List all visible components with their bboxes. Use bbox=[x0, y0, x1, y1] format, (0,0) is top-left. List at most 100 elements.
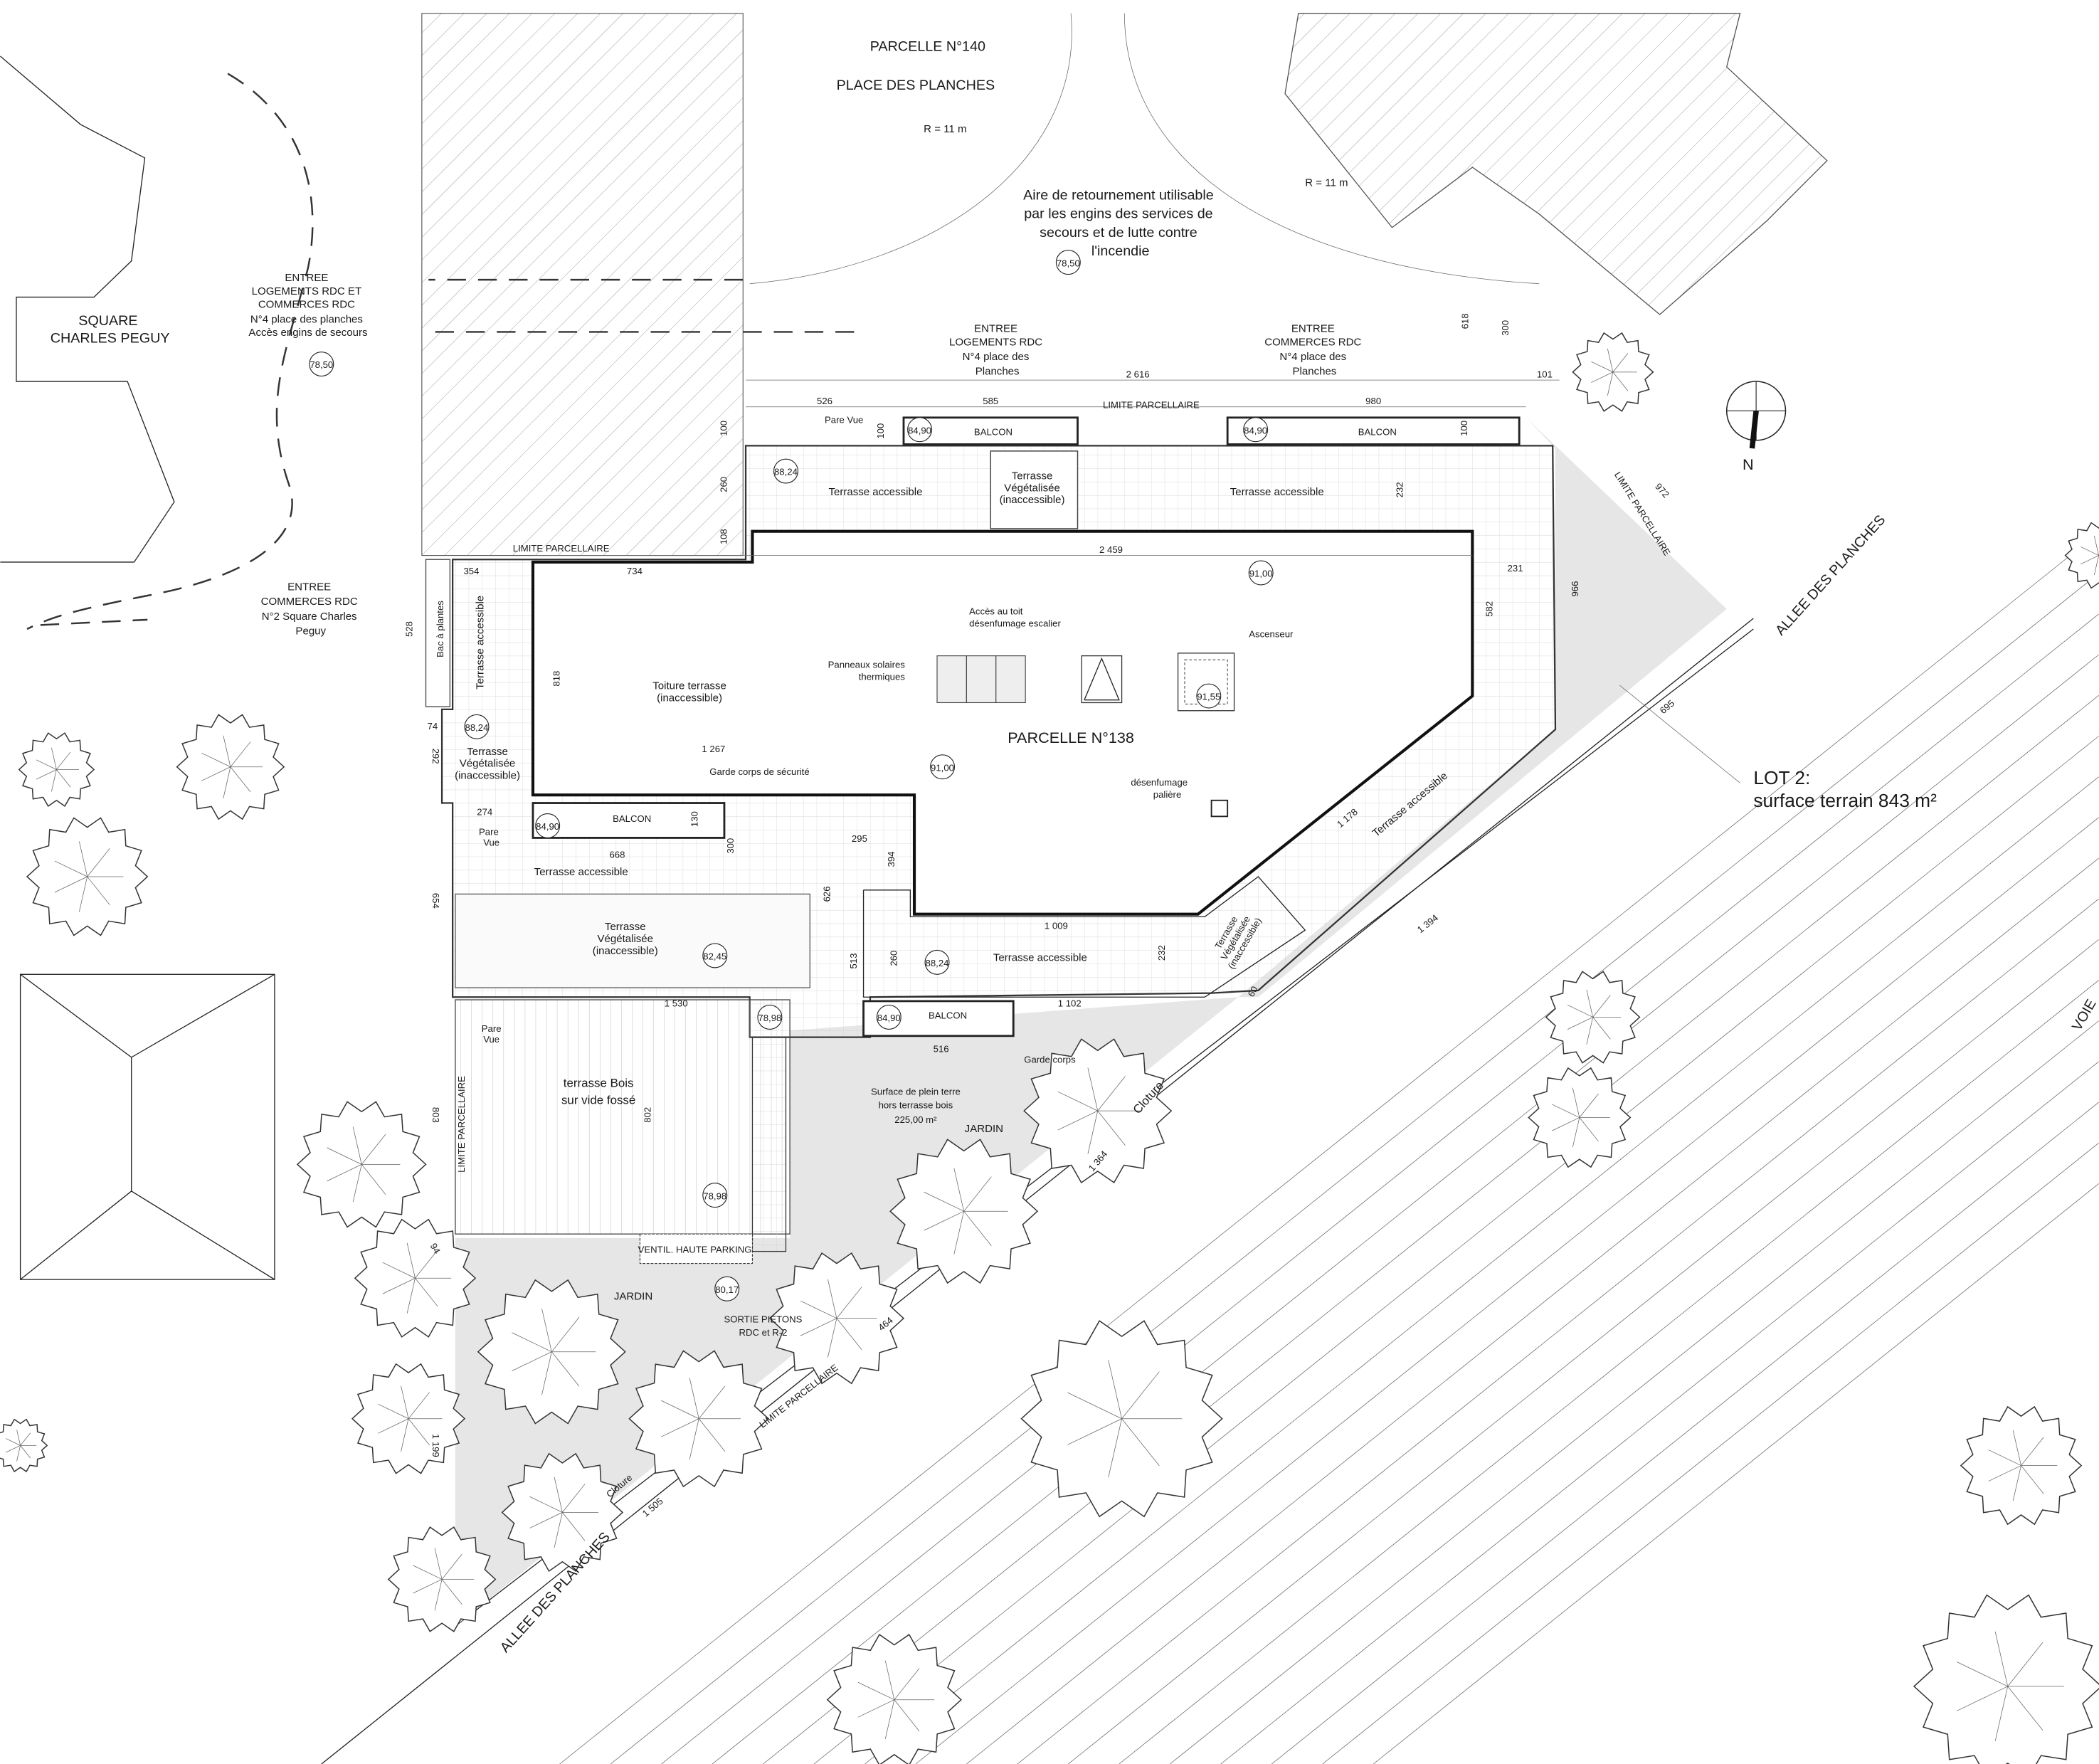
dim: 260 bbox=[719, 477, 729, 492]
dim: 100 bbox=[875, 423, 886, 439]
tree-icon bbox=[768, 1252, 905, 1385]
dim: 528 bbox=[404, 621, 415, 637]
place-label: PLACE DES PLANCHES bbox=[837, 78, 995, 93]
dim: 1 267 bbox=[702, 744, 725, 754]
spot-levels: 84,90 84,90 88,24 91,00 91,55 88,24 91,00 84,90… bbox=[309, 250, 1274, 1301]
balcon-label: BALCON bbox=[929, 1010, 967, 1020]
spot-value: 84,90 bbox=[536, 821, 559, 832]
street-line bbox=[915, 817, 2099, 1764]
spot-level: 82,45 bbox=[702, 943, 728, 968]
dim: 130 bbox=[689, 811, 699, 827]
street-line bbox=[1373, 1183, 2099, 1764]
dim: 232 bbox=[1156, 945, 1167, 961]
north-label: N bbox=[1743, 455, 1754, 473]
entrance-west-label: ENTREE LOGEMENTS RDC ET COMMERCES RDC N°… bbox=[248, 272, 367, 339]
dim: 300 bbox=[725, 838, 736, 854]
green-roof-north bbox=[990, 450, 1079, 529]
dim: 232 bbox=[1395, 482, 1405, 497]
dim: 231 bbox=[1508, 563, 1523, 574]
street-lines bbox=[559, 532, 2099, 1764]
dim: 101 bbox=[1537, 369, 1553, 379]
dim: 668 bbox=[609, 850, 625, 860]
spot-value: 84,90 bbox=[1244, 425, 1267, 435]
solar-panels bbox=[936, 655, 1026, 704]
terrasse-label: Terrasse accessible bbox=[534, 866, 628, 878]
balcon-label: BALCON bbox=[974, 426, 1013, 437]
spot-level: 88,24 bbox=[924, 949, 950, 975]
tree-icon bbox=[0, 1418, 48, 1473]
turning-arc bbox=[749, 13, 1540, 285]
spot-value: 91,00 bbox=[1249, 569, 1273, 579]
street-line bbox=[813, 736, 2099, 1764]
tree-icon bbox=[1528, 1067, 1632, 1168]
dim: 295 bbox=[852, 833, 867, 844]
spot-value: 82,45 bbox=[703, 951, 726, 962]
spot-level: 84,90 bbox=[876, 1004, 902, 1030]
dim: 818 bbox=[551, 671, 562, 687]
dim: 1 102 bbox=[1058, 998, 1082, 1008]
tree-icon bbox=[2064, 522, 2099, 589]
dim: 1 009 bbox=[1045, 920, 1068, 931]
spot-level: 78,98 bbox=[757, 1004, 783, 1030]
dim: 972 bbox=[1653, 481, 1671, 500]
wood-terrace bbox=[455, 999, 791, 1235]
toiture-label: Toiture terrasse(inaccessible) bbox=[652, 680, 726, 704]
dim: 292 bbox=[430, 749, 441, 764]
spot-level: 84,90 bbox=[1243, 417, 1269, 443]
street-line bbox=[1322, 1142, 2099, 1764]
street-line bbox=[610, 573, 2099, 1764]
parcel-140-label: PARCELLE N°140 bbox=[870, 38, 985, 54]
ascenseur-label: Ascenseur bbox=[1249, 628, 1294, 639]
street-line bbox=[661, 613, 2099, 1764]
ventil-label: VENTIL. HAUTE PARKING bbox=[638, 1245, 752, 1255]
dim: 300 bbox=[1500, 320, 1511, 336]
tree-icon bbox=[1572, 332, 1654, 412]
main-roof bbox=[531, 529, 1474, 916]
dim: 1 394 bbox=[1415, 912, 1440, 935]
dim: 654 bbox=[430, 893, 441, 909]
stair bbox=[751, 1037, 787, 1252]
trees bbox=[0, 332, 2099, 1764]
limite-parcellaire-label: LIMITE PARCELLAIRE bbox=[1103, 400, 1200, 411]
dim: 803 bbox=[430, 1107, 441, 1123]
dim: 582 bbox=[1484, 601, 1495, 617]
dim: 100 bbox=[1459, 421, 1469, 436]
dim: 260 bbox=[889, 951, 899, 966]
spot-level: 91,55 bbox=[1196, 683, 1222, 709]
dim: 626 bbox=[822, 886, 832, 902]
spot-level: 88,24 bbox=[773, 458, 798, 484]
street-line bbox=[1068, 939, 2099, 1764]
jardin-label: JARDIN bbox=[614, 1290, 652, 1302]
tree-icon bbox=[176, 714, 285, 820]
green-roof-west bbox=[455, 893, 810, 988]
access-path-left-2 bbox=[40, 618, 148, 626]
spot-level: 78,98 bbox=[702, 1183, 728, 1208]
roof-hatch-icon bbox=[1081, 655, 1123, 704]
dim: 94 bbox=[428, 1241, 443, 1255]
dim: 274 bbox=[477, 806, 492, 817]
dim: 802 bbox=[642, 1107, 652, 1123]
spot-value: 88,24 bbox=[465, 722, 489, 733]
spot-value: 78,50 bbox=[1057, 258, 1080, 268]
voie-label: VOIE bbox=[2069, 997, 2099, 1034]
dim: 513 bbox=[848, 953, 859, 968]
jardin-label: JARDIN bbox=[965, 1123, 1003, 1135]
dim: 108 bbox=[719, 529, 729, 544]
spot-level: 91,00 bbox=[1248, 560, 1274, 586]
spot-level: 84,90 bbox=[907, 417, 933, 443]
spot-value: 91,00 bbox=[931, 762, 954, 773]
spot-value: 80,17 bbox=[715, 1284, 739, 1295]
terrasse-label: Terrasse accessible bbox=[1230, 486, 1324, 498]
tree-icon bbox=[477, 1279, 626, 1425]
garde-corps-label: Garde corps bbox=[1024, 1054, 1076, 1065]
street-line bbox=[712, 654, 2099, 1764]
tree-icon bbox=[296, 1101, 427, 1228]
dim: 526 bbox=[817, 396, 832, 406]
